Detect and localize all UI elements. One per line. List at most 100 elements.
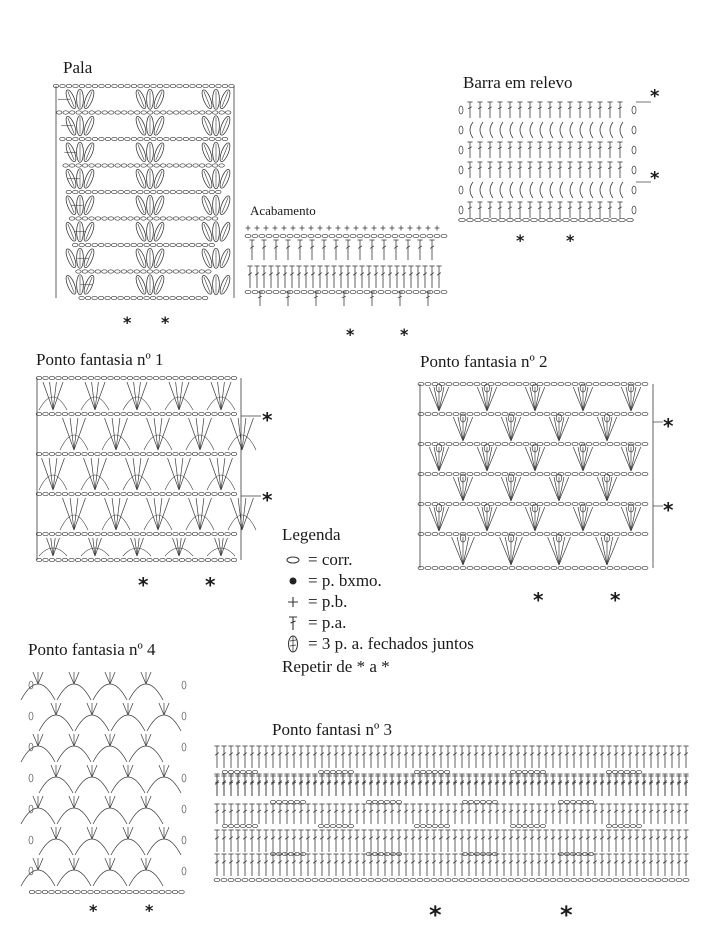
- arch-stitch: [74, 714, 110, 732]
- chain-stitch: [107, 557, 114, 563]
- chain-stitch: [585, 531, 593, 537]
- chain-stitch: [126, 557, 134, 563]
- chain-stitch: [246, 769, 252, 775]
- chain-stitch: [208, 136, 215, 142]
- chain-stitch: [186, 163, 193, 168]
- dc-stitch: [331, 265, 337, 288]
- dc-stitch: [417, 745, 423, 768]
- dc-stitch: [235, 745, 241, 768]
- chain-stitch: [510, 823, 516, 829]
- cluster-stitch: [531, 383, 539, 393]
- chain-stitch: [349, 233, 357, 239]
- chain-stitch: [412, 289, 420, 295]
- dc-stitch: [467, 101, 473, 118]
- dc-stitch: [497, 161, 503, 178]
- arch-stitch: [74, 838, 110, 856]
- chain-stitch: [117, 242, 124, 248]
- dc-stitch: [497, 101, 503, 118]
- chain-stitch: [479, 877, 487, 883]
- fan-stitch: [158, 764, 165, 778]
- dc-stitch: [529, 775, 535, 796]
- fan-stitch: [115, 497, 128, 531]
- chain-stitch: [130, 189, 137, 195]
- chain-stitch: [494, 381, 502, 387]
- fan-stitch: [220, 537, 228, 557]
- chain-stitch: [100, 375, 108, 381]
- sc-stitch: [263, 225, 269, 231]
- dc-stitch: [537, 141, 543, 158]
- chain-stitch: [230, 375, 238, 381]
- cluster-stitch: [83, 168, 95, 189]
- chain-stitch: [550, 441, 558, 447]
- fan-stitch: [86, 702, 93, 716]
- dc-stitch: [221, 853, 227, 876]
- arch-stitch: [101, 434, 131, 451]
- chain-stitch: [98, 136, 105, 142]
- chain-stitch: [276, 799, 282, 805]
- chain-stitch: [396, 799, 402, 805]
- fan-stitch: [37, 671, 44, 685]
- dc-stitch: [466, 775, 472, 796]
- relief-stitch: [499, 121, 504, 139]
- chain-stitch: [153, 163, 160, 168]
- chain-stitch: [55, 375, 62, 381]
- arch-stitch: [227, 514, 257, 531]
- chain-stitch: [458, 185, 464, 195]
- relief-stitch: [619, 121, 624, 139]
- chain-stitch: [137, 295, 144, 301]
- dc-stitch: [345, 239, 351, 260]
- chain-stitch: [234, 877, 242, 883]
- chain-stitch: [564, 501, 572, 507]
- chain-stitch: [330, 823, 336, 829]
- chain-stitch: [179, 216, 186, 221]
- chain-stitch: [124, 136, 131, 142]
- chain-stitch: [620, 471, 628, 477]
- chain-stitch: [181, 835, 187, 845]
- dc-stitch: [527, 101, 533, 118]
- chain-stitch: [431, 411, 439, 417]
- dc-stitch: [368, 745, 374, 768]
- chain-stitch: [199, 163, 206, 168]
- chain-stitch: [185, 269, 192, 274]
- fan-stitch: [209, 457, 222, 491]
- chain-stitch: [208, 83, 216, 89]
- chain-stitch: [578, 501, 586, 507]
- cluster-stitch: [155, 197, 163, 214]
- dc-stitch: [606, 775, 612, 796]
- chain-stitch: [288, 851, 294, 857]
- fan-stitch: [582, 446, 594, 472]
- dc-stitch: [263, 829, 269, 852]
- chain-stitch: [283, 877, 291, 883]
- chain-stitch: [176, 242, 183, 248]
- fan-stitch: [582, 506, 594, 532]
- chain-stitch: [508, 441, 516, 447]
- cluster-stitch: [219, 168, 231, 189]
- chain-stitch: [198, 451, 205, 457]
- fan-stitch: [73, 857, 80, 871]
- fan-stitch: [73, 417, 79, 451]
- dc-stitch: [431, 803, 437, 824]
- dc-stitch: [291, 775, 297, 796]
- chain-stitch: [438, 769, 444, 775]
- dc-stitch: [270, 745, 276, 768]
- chain-stitch: [543, 531, 551, 537]
- chain-stitch: [473, 381, 481, 387]
- chain-stitch: [114, 163, 121, 168]
- fan-stitch: [452, 476, 464, 502]
- dc-stitch: [536, 829, 542, 852]
- dc-stitch: [480, 803, 486, 824]
- chain-stitch: [100, 531, 108, 537]
- chain-stitch: [570, 851, 576, 857]
- chain-stitch: [224, 375, 231, 381]
- fan-stitch: [146, 497, 159, 531]
- chain-stitch: [139, 491, 147, 497]
- chain-stitch: [75, 110, 82, 115]
- chain-stitch: [534, 769, 540, 775]
- chain-stitch: [80, 889, 88, 895]
- chain-stitch: [139, 889, 146, 895]
- cluster-stitch: [155, 250, 163, 267]
- cluster-stitch: [483, 503, 491, 513]
- chain-stitch: [152, 451, 160, 457]
- dc-stitch: [597, 101, 603, 118]
- dc-stitch: [494, 745, 500, 768]
